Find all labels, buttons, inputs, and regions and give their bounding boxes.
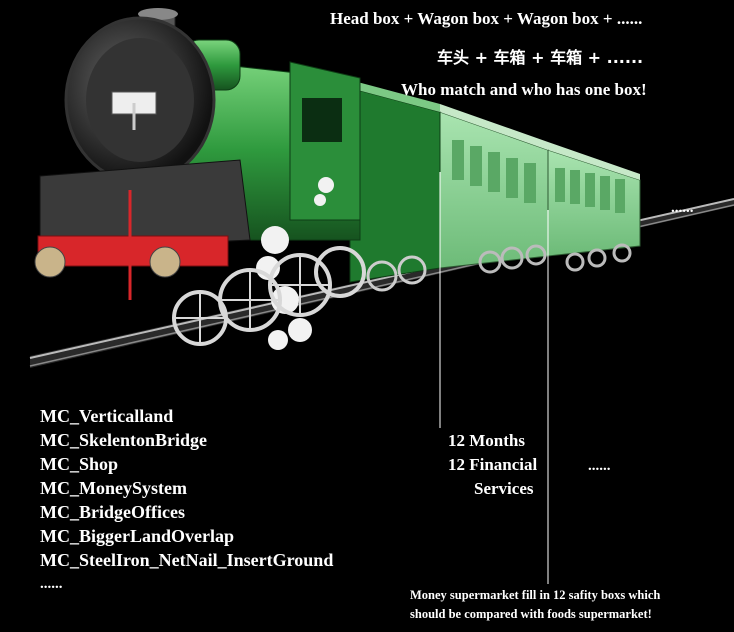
- ellipsis-middle: ......: [588, 458, 611, 474]
- module-item: MC_Verticalland: [40, 406, 174, 426]
- wagon-label-line-1: 12 Months: [448, 431, 525, 450]
- wagon-middle: [439, 104, 549, 274]
- pointer-lines: [439, 172, 549, 584]
- locomotive: [34, 8, 366, 350]
- wagon-label-line-3: Services: [474, 479, 534, 498]
- header-line-2: 车头 + 车箱 + 车箱 + ......: [437, 48, 644, 67]
- footnote: Money supermarket fill in 12 safity boxs…: [410, 586, 660, 624]
- footnote-line-1: Money supermarket fill in 12 safity boxs…: [410, 588, 661, 602]
- wagon-label-line-2: 12 Financial: [448, 455, 538, 474]
- module-item: MC_SkelentonBridge: [40, 430, 208, 450]
- footnote-line-2: should be compared with foods supermarke…: [410, 607, 652, 621]
- module-list: MC_Verticalland MC_SkelentonBridge MC_Sh…: [40, 404, 333, 596]
- wagon-label: 12 Months 12 Financial Services: [448, 429, 537, 501]
- module-item: MC_BiggerLandOverlap: [40, 526, 234, 546]
- module-item: MC_SteelIron_NetNail_InsertGround: [40, 550, 334, 570]
- module-item-ellipsis: ......: [40, 576, 63, 592]
- module-item: MC_BridgeOffices: [40, 502, 185, 522]
- module-item: MC_Shop: [40, 454, 119, 474]
- tender: [349, 80, 441, 292]
- header-line-1: Head box + Wagon box + Wagon box + .....…: [330, 9, 643, 28]
- header-line-3: Who match and who has one box!: [401, 80, 647, 99]
- module-item: MC_MoneySystem: [40, 478, 187, 498]
- wagon-rear: [547, 142, 641, 272]
- ellipsis-top: ......: [671, 200, 694, 216]
